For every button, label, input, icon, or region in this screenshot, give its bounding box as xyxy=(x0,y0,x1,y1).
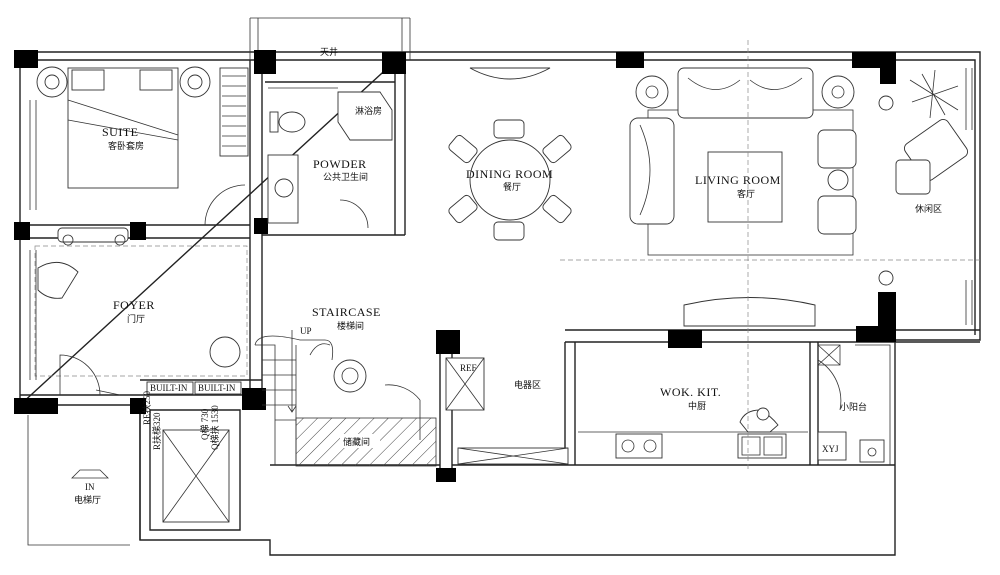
room-staircase-name: STAIRCASE xyxy=(312,305,381,319)
leisure-label: 休闲区 xyxy=(915,203,942,214)
fridge: REF 电器区 xyxy=(445,357,569,465)
room-living-name: LIVING ROOM xyxy=(695,173,781,187)
room-foyer-name: FOYER xyxy=(113,298,155,312)
structural-columns xyxy=(14,50,896,482)
shower-label: 淋浴房 xyxy=(355,105,382,116)
elevator: RE扶250 R扶梯320 Q梯 730 Q梯扶 1530 IN 电梯厅 xyxy=(27,390,230,546)
room-suite: SUITE 客卧套房 xyxy=(102,125,144,151)
room-staircase-zh: 楼梯间 xyxy=(337,320,364,331)
storage-label: 储藏间 xyxy=(343,436,370,447)
elev-dim-1: RE扶250 xyxy=(141,390,152,425)
elev-dim-2: R扶梯320 xyxy=(151,412,162,450)
builtin-2-label: BUILT-IN xyxy=(198,383,236,393)
room-staircase: STAIRCASE 楼梯间 xyxy=(312,305,381,331)
elev-dim-4: Q梯扶 1530 xyxy=(209,405,220,450)
room-dining-zh: 餐厅 xyxy=(503,181,521,192)
room-dining-name: DINING ROOM xyxy=(466,167,553,181)
storage-area: 储藏间 xyxy=(295,417,437,467)
kitchen-fixtures: XYJ xyxy=(578,344,891,465)
in-label: IN xyxy=(85,482,95,492)
suite-bed xyxy=(29,66,249,226)
room-powder: POWDER 公共卫生间 淋浴房 天井 xyxy=(313,46,382,182)
living-furniture xyxy=(629,67,973,327)
axis-lines xyxy=(560,40,980,470)
built-in-cabinets: BUILT-IN BUILT-IN xyxy=(146,381,242,395)
stair-up-label: UP xyxy=(300,326,312,336)
room-powder-name: POWDER xyxy=(313,157,367,171)
foyer-furniture xyxy=(29,227,248,396)
room-powder-zh: 公共卫生间 xyxy=(323,171,368,182)
room-wok-kitchen: WOK. KIT. 中厨 小阳台 xyxy=(660,385,867,412)
builtin-1-label: BUILT-IN xyxy=(150,383,188,393)
room-wok-zh: 中厨 xyxy=(688,400,706,411)
room-foyer: FOYER 门厅 xyxy=(113,298,155,324)
dining-table xyxy=(448,67,572,241)
balcony-label: 小阳台 xyxy=(840,401,867,412)
room-foyer-zh: 门厅 xyxy=(127,313,145,324)
room-suite-name: SUITE xyxy=(102,125,139,139)
room-living-zh: 客厅 xyxy=(737,188,755,199)
ref-label: REF xyxy=(460,363,477,373)
powder-fixtures xyxy=(267,87,393,229)
elevator-hall-label: 电梯厅 xyxy=(74,494,101,505)
appliance-label: 电器区 xyxy=(514,379,541,390)
courtyard-label: 天井 xyxy=(320,46,338,57)
xyj-label: XYJ xyxy=(822,444,839,454)
room-dining: DINING ROOM 餐厅 xyxy=(466,167,553,192)
room-living: LIVING ROOM 客厅 休闲区 xyxy=(695,173,942,214)
room-suite-zh: 客卧套房 xyxy=(108,140,144,151)
interior-walls xyxy=(20,60,980,540)
outer-walls xyxy=(18,17,981,556)
elev-dim-3: Q梯 730 xyxy=(199,408,210,440)
room-wok-name: WOK. KIT. xyxy=(660,385,721,399)
